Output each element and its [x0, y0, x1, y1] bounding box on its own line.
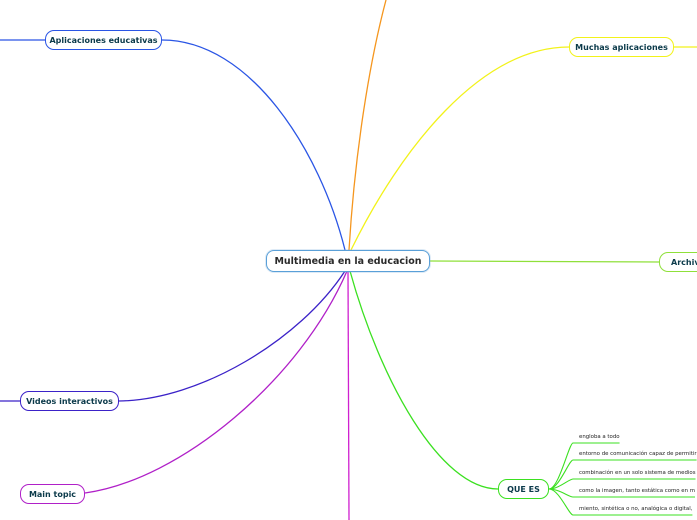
central-topic[interactable]: Multimedia en la educacion — [266, 250, 430, 272]
que-es-item[interactable]: combinación en un solo sistema de medios — [579, 470, 696, 477]
central-topic-label: Multimedia en la educacion — [274, 255, 422, 267]
que-es-item[interactable]: entorno de comunicación capaz de permiti… — [579, 451, 697, 458]
branch-aplicaciones-educativas[interactable]: Aplicaciones educativas — [45, 30, 162, 50]
connector-archivos — [429, 260, 660, 263]
branch-videos-interactivos[interactable]: Videos interactivos — [20, 391, 119, 411]
que-es-item-connector — [548, 478, 696, 490]
connector-orange — [348, 0, 387, 251]
branch-videos-interactivos-label: Videos interactivos — [26, 396, 113, 406]
que-es-item-text: engloba a todo — [579, 434, 620, 440]
connector-muchas-aplicaciones — [350, 46, 570, 251]
que-es-subconnectors — [548, 442, 697, 516]
que-es-item-text: miento, sintética o no, analógica o digi… — [579, 506, 693, 512]
branch-archivos[interactable]: Archivo — [659, 252, 697, 272]
branch-main-topic[interactable]: Main topic — [20, 484, 85, 504]
branch-que-es-label: QUE ES — [507, 484, 540, 494]
branch-muchas-aplicaciones[interactable]: Muchas aplicaciones — [569, 37, 674, 57]
connector-aplicaciones-educativas — [161, 39, 346, 251]
connector-magenta — [347, 270, 350, 520]
branch-aplicaciones-educativas-label: Aplicaciones educativas — [49, 35, 158, 45]
branch-muchas-aplicaciones-label: Muchas aplicaciones — [575, 42, 668, 52]
branch-main-topic-label: Main topic — [28, 489, 77, 499]
que-es-item-connector — [548, 488, 693, 516]
que-es-item-text: combinación en un solo sistema de medios — [579, 470, 696, 476]
que-es-item[interactable]: miento, sintética o no, analógica o digi… — [579, 506, 692, 513]
que-es-item-text: entorno de comunicación capaz de permiti… — [579, 451, 697, 457]
connector-que-es — [349, 270, 499, 490]
que-es-item-text: como la imagen, tanto estática como en m — [579, 488, 695, 494]
branch-que-es[interactable]: QUE ES — [498, 479, 549, 499]
que-es-item-connector — [548, 459, 697, 490]
que-es-item[interactable]: engloba a todo — [579, 434, 620, 441]
connector-main-topic — [84, 270, 348, 494]
branch-archivos-label: Archivo — [671, 257, 697, 267]
connector-videos-interactivos — [118, 270, 346, 402]
que-es-item[interactable]: como la imagen, tanto estática como en m — [579, 488, 695, 495]
que-es-item-connector — [548, 442, 620, 490]
